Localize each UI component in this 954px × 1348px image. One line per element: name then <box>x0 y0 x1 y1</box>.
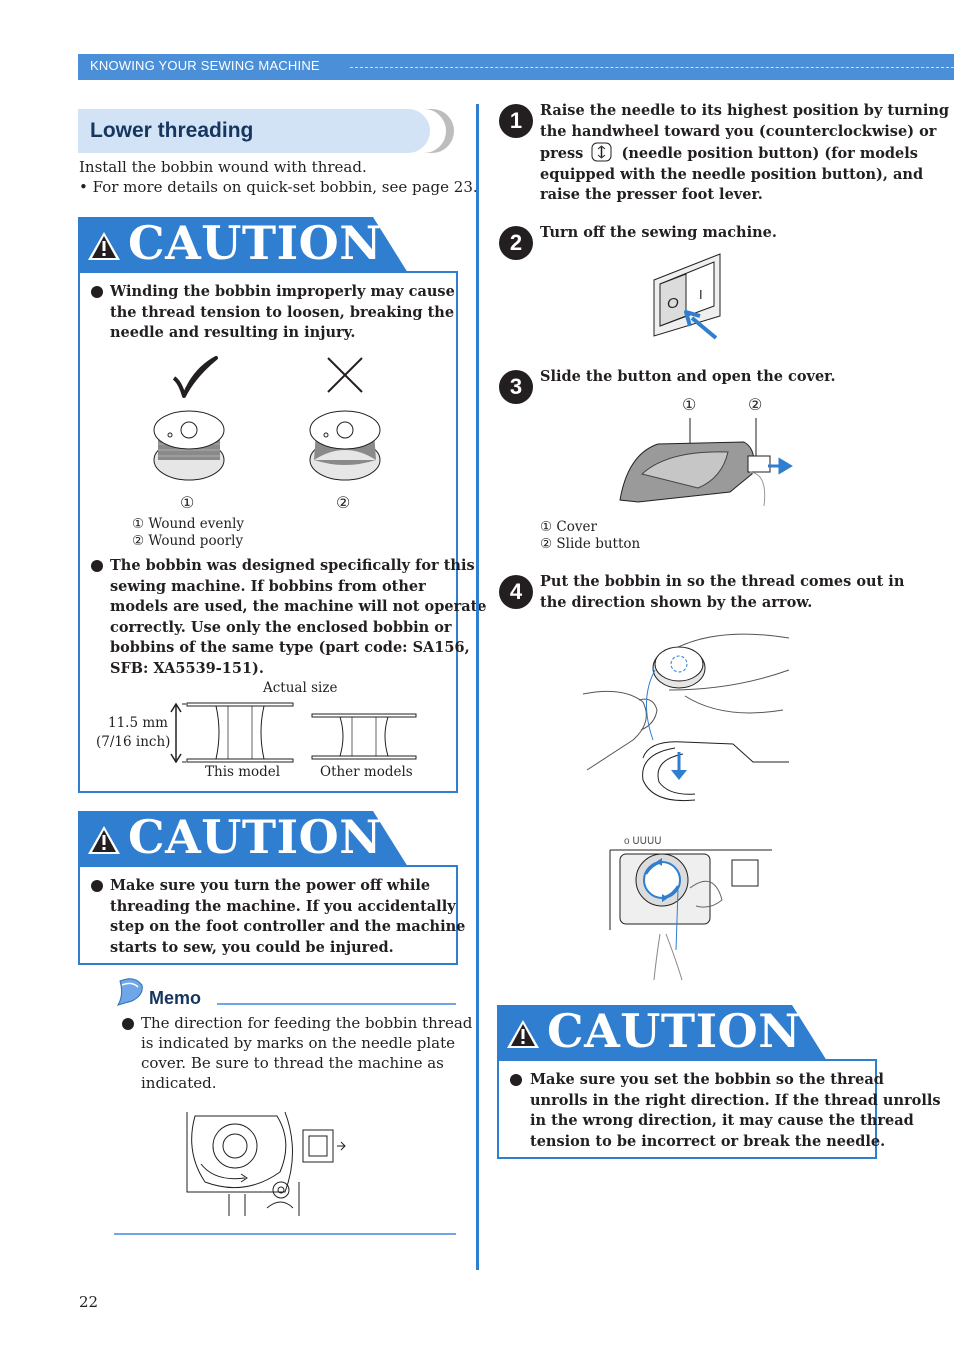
caution-heading: CAUTION <box>128 216 382 270</box>
bobbin-cover-illustration <box>619 418 793 507</box>
legend-slide-button: ② Slide button <box>540 536 641 552</box>
bullet <box>91 560 103 572</box>
page-number: 22 <box>79 1293 99 1311</box>
cross-icon <box>327 357 363 393</box>
step-3-text: Slide the button and open the cover. <box>540 368 836 385</box>
step-number-2: 2 <box>499 226 533 260</box>
caution-box-2 <box>78 867 458 965</box>
warning-icon <box>507 1020 539 1048</box>
bullet <box>510 1074 522 1086</box>
needle-plate-cover-illustration <box>186 1111 346 1216</box>
legend-wound-poorly: ② Wound poorly <box>132 533 244 549</box>
switch-off-label: O <box>667 295 679 312</box>
step-2-text: Turn off the sewing machine. <box>540 224 777 241</box>
caution-banner-3 <box>497 1005 877 1062</box>
bobbin-insert-illustration <box>582 633 790 802</box>
switch-on-label: I <box>699 287 703 302</box>
marker-2: ② <box>336 493 351 512</box>
memo-rule <box>217 1003 456 1005</box>
needle-position-button-icon <box>591 142 612 162</box>
memo-icon <box>116 978 143 1006</box>
bullet <box>91 286 103 298</box>
actual-size-label: Actual size <box>263 680 338 696</box>
check-icon <box>172 356 218 398</box>
header-rule <box>350 67 954 68</box>
bobbin-size-comparison <box>170 702 417 764</box>
legend-cover: ① Cover <box>540 519 597 535</box>
legend-wound-evenly: ① Wound evenly <box>132 516 245 532</box>
bobbin-seated-illustration: o ᑌᑌᑌᑌ <box>609 836 772 981</box>
step-1-text: Raise the needle to its highest position… <box>540 102 950 203</box>
header-section-label: KNOWING YOUR SEWING MACHINE <box>90 58 320 73</box>
memo-bottom-rule <box>114 1233 456 1235</box>
marker-1: ① <box>180 493 195 512</box>
bullet <box>91 880 103 892</box>
column-divider <box>476 104 479 1270</box>
caution-heading: CAUTION <box>128 810 382 864</box>
step-number-3: 3 <box>499 370 533 404</box>
marker-slide-button: ② <box>748 395 763 414</box>
intro-text: Install the bobbin wound with thread. <box>79 158 367 176</box>
dimension-mm: 11.5 mm <box>108 715 168 731</box>
memo-text: The direction for feeding the bobbin thr… <box>141 1014 473 1092</box>
step-number-1: 1 <box>499 104 533 138</box>
caution-banner-2 <box>78 811 458 868</box>
caution-heading: CAUTION <box>547 1004 801 1058</box>
section-title-tab <box>78 109 454 153</box>
warning-icon <box>88 232 120 260</box>
memo-title: Memo <box>149 988 202 1008</box>
intro-reference: • For more details on quick-set bobbin, … <box>79 178 478 196</box>
this-model-label: This model <box>205 764 281 780</box>
bobbin-even-illustration <box>153 410 225 481</box>
step-number-4: 4 <box>499 575 533 609</box>
power-switch-illustration: O I <box>653 253 721 340</box>
other-models-label: Other models <box>320 764 413 780</box>
section-title: Lower threading <box>90 119 254 142</box>
step-4-text: Put the bobbin in so the thread comes ou… <box>540 573 905 611</box>
bobbin-uneven-illustration <box>309 410 381 481</box>
caution-box-3 <box>497 1061 877 1159</box>
marker-cover: ① <box>682 395 697 414</box>
caution-text: Make sure you set the bobbin so the thre… <box>530 1071 941 1150</box>
caution-banner-1 <box>78 217 458 274</box>
warning-icon <box>88 826 120 854</box>
bullet <box>122 1018 134 1030</box>
caution-text: The bobbin was designed specifically for… <box>110 557 487 677</box>
svg-text:o ᑌᑌᑌᑌ: o ᑌᑌᑌᑌ <box>624 836 662 847</box>
dimension-inch: (7/16 inch) <box>96 734 171 750</box>
